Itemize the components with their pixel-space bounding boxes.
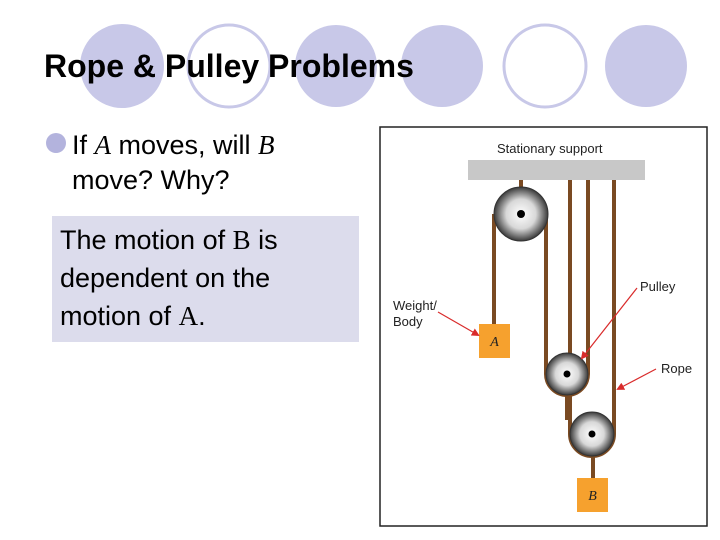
answer-box: The motion of B is dependent on the moti… [52,216,359,342]
answer-post: is [250,225,278,255]
pulley-top [493,186,549,242]
rope-label: Rope [661,361,692,376]
weight-label-line2: Body [393,314,423,329]
support-label: Stationary support [497,141,603,156]
arrow-rope-to-rope [616,368,657,390]
stationary-support [468,160,645,180]
answer-var-a: A [178,301,199,331]
answer-line2: dependent on the [60,263,271,293]
pulley-diagram: Stationary support A B Weight/ Body Pull… [379,126,708,527]
deco-circle [295,25,377,107]
answer-line3-post: . [198,301,206,331]
block-b: B [577,478,608,512]
bullet-text-mid: moves, will [111,130,259,160]
pulley-lower [569,411,615,457]
bullet-question-text: If A moves, will B move? Why? [72,128,372,198]
answer-var-b: B [232,225,251,255]
answer-line3-pre: motion of [60,301,179,331]
slide-title: Rope & Pulley Problems [44,48,414,84]
weight-label-line1: Weight/ [393,298,437,313]
bullet-text-pre: If [72,130,95,160]
bullet-var-a: A [94,130,112,160]
arrow-weight-to-block-a [437,311,480,336]
deco-circle [186,23,272,109]
answer-text: The motion of B is dependent on the moti… [60,221,360,335]
deco-circle [605,25,687,107]
deco-circle [401,25,483,107]
svg-text:A: A [489,335,499,350]
pulley-label: Pulley [640,279,676,294]
answer-pre: The motion of [60,225,233,255]
deco-circle [80,24,164,108]
bullet-var-b: B [258,130,275,160]
pulley-middle [545,352,589,396]
svg-text:B: B [588,489,597,504]
deco-circle [502,23,588,109]
block-a: A [479,324,510,358]
bullet-text-line2: move? Why? [72,165,230,195]
bullet-dot-icon [46,133,66,153]
diagram-frame [379,126,708,527]
arrow-pulley-to-mid-pulley [580,287,638,360]
